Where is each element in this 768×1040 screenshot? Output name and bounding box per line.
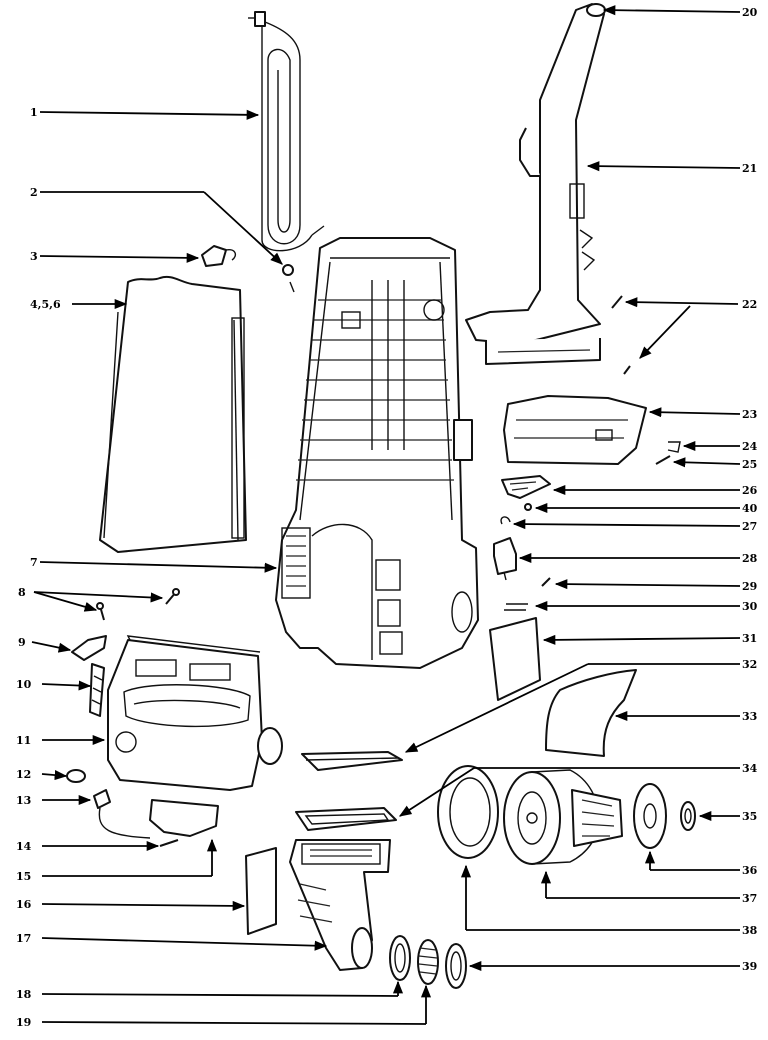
switch-block-part xyxy=(493,537,517,581)
coil-spring-part xyxy=(417,939,439,985)
callout-28: 28 xyxy=(742,552,758,565)
callout-37: 37 xyxy=(742,892,757,905)
screw-part xyxy=(159,839,179,847)
callout-22: 22 xyxy=(742,298,757,311)
callout-32: 32 xyxy=(742,658,757,671)
screw-pair-part xyxy=(96,588,180,621)
retaining-clip-part xyxy=(500,516,511,525)
callout-4-5-6: 4,5,6 xyxy=(30,298,61,311)
callout-38: 38 xyxy=(742,924,758,937)
upper-handle-part xyxy=(465,3,606,365)
callout-36: 36 xyxy=(742,864,758,877)
callout-25: 25 xyxy=(742,458,757,471)
gasket-ring-part xyxy=(389,935,411,981)
fan-housing-ring-part xyxy=(437,765,499,859)
cord-clip-part xyxy=(282,264,295,293)
callout-7: 7 xyxy=(30,556,38,569)
leader-lines xyxy=(31,5,741,1025)
callout-24: 24 xyxy=(742,440,758,453)
filter-plate-part xyxy=(245,847,277,935)
callout-33: 33 xyxy=(742,710,757,723)
seal-ring-part xyxy=(445,943,467,989)
power-cord-part xyxy=(248,11,325,252)
callout-35: 35 xyxy=(742,810,757,823)
pivot-pin-pair-part xyxy=(611,295,631,375)
lens-part xyxy=(149,799,219,837)
switch-clip-set-part xyxy=(504,603,528,611)
bracket-screw-part xyxy=(524,503,532,511)
callout-19: 19 xyxy=(16,1016,31,1029)
callout-26: 26 xyxy=(742,484,758,497)
callout-14: 14 xyxy=(16,840,32,853)
callout-30: 30 xyxy=(742,600,758,613)
spring-part xyxy=(89,663,105,717)
side-shield-part xyxy=(489,617,541,701)
callout-39: 39 xyxy=(742,960,757,973)
callout-12: 12 xyxy=(16,768,31,781)
callout-1: 1 xyxy=(30,106,38,119)
callout-11: 11 xyxy=(16,734,31,747)
left-callouts: 1 2 3 4,5,6 7 8 9 10 11 12 13 14 15 16 1… xyxy=(16,106,61,1029)
callout-17: 17 xyxy=(16,932,31,945)
callout-34: 34 xyxy=(742,762,758,775)
switch-screw-part xyxy=(541,577,551,587)
lamp-socket-part xyxy=(93,789,151,839)
callout-31: 31 xyxy=(742,632,757,645)
latch-part xyxy=(71,635,107,661)
screw-small-part xyxy=(655,455,671,465)
callout-15: 15 xyxy=(16,870,31,883)
callout-8: 8 xyxy=(18,586,26,599)
callout-9: 9 xyxy=(18,636,26,649)
bag-cover-panel-part xyxy=(99,275,247,553)
end-cap-part xyxy=(633,783,667,849)
front-hood-part xyxy=(107,635,283,791)
bearing-part xyxy=(680,801,696,831)
callout-40: 40 xyxy=(742,502,758,515)
exhaust-duct-part xyxy=(289,839,391,971)
callout-20: 20 xyxy=(742,6,758,19)
clip-small-part xyxy=(667,441,681,453)
main-housing-part xyxy=(275,237,479,669)
callout-3: 3 xyxy=(30,250,38,263)
bulb-part xyxy=(66,769,86,783)
callout-18: 18 xyxy=(16,988,32,1001)
cord-hook-part xyxy=(201,245,237,267)
callout-13: 13 xyxy=(16,794,31,807)
callout-16: 16 xyxy=(16,898,32,911)
motor-part xyxy=(503,769,623,865)
rear-plate-part xyxy=(503,395,647,465)
callout-29: 29 xyxy=(742,580,757,593)
right-callouts: 20 21 22 23 24 25 26 40 27 28 29 30 31 3… xyxy=(742,6,758,973)
callout-27: 27 xyxy=(742,520,757,533)
filter-pad-part xyxy=(301,751,403,771)
bracket-part xyxy=(501,475,551,499)
callout-10: 10 xyxy=(16,678,32,691)
callout-23: 23 xyxy=(742,408,757,421)
callout-21: 21 xyxy=(742,162,757,175)
belt-cover-part xyxy=(545,669,637,757)
callout-2: 2 xyxy=(30,186,38,199)
filter-frame-part xyxy=(295,807,397,831)
